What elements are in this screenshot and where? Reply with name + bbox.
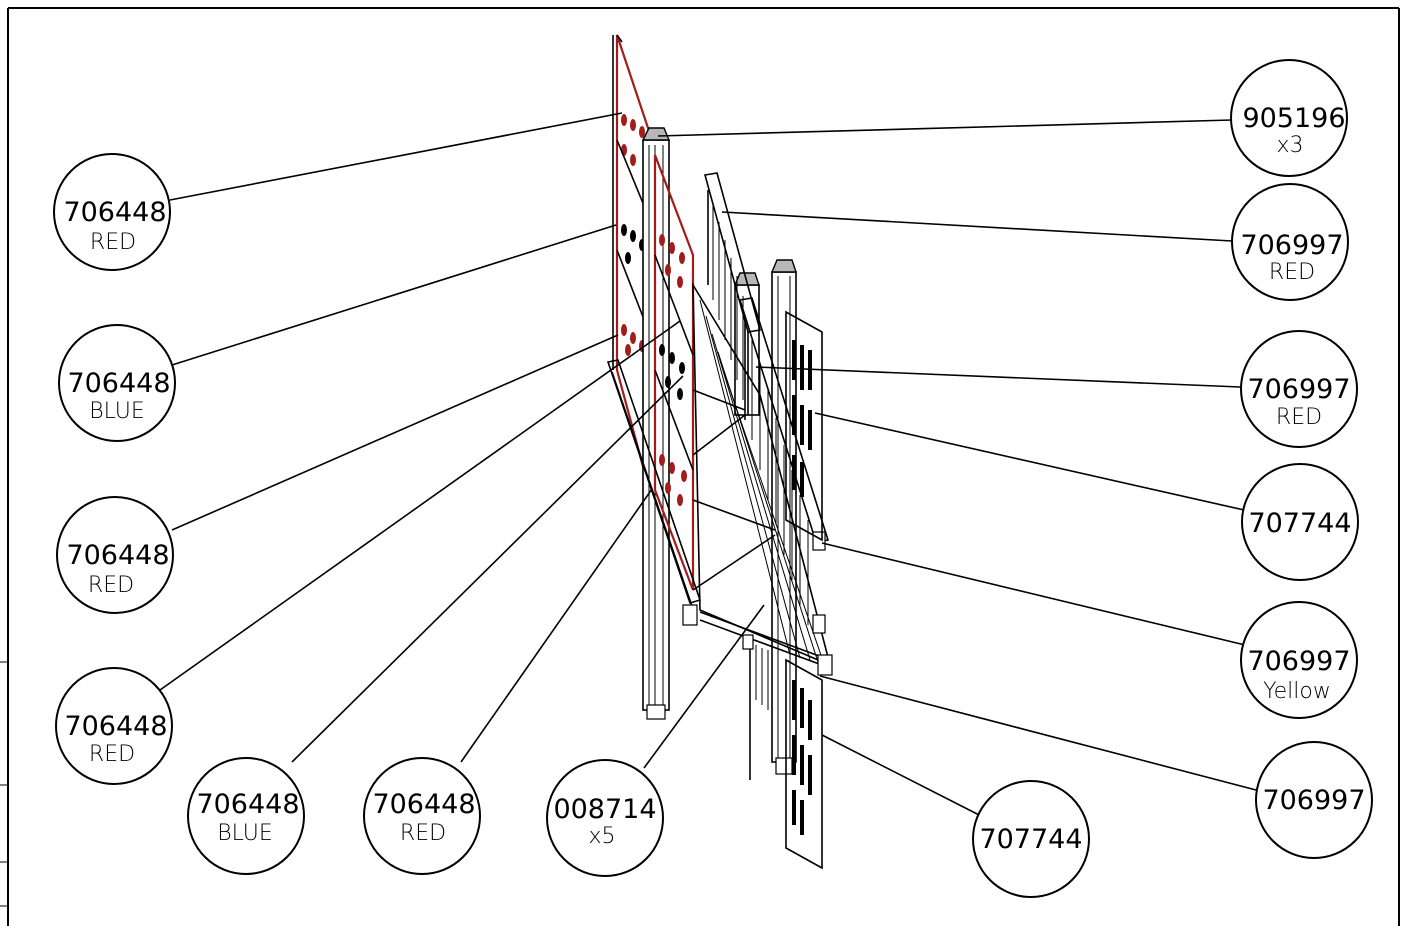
callout-706448-red-1: 706448 RED <box>53 153 171 271</box>
leader-706997-d <box>819 675 1257 791</box>
svg-text:706448: 706448 <box>196 789 299 820</box>
svg-text:706448: 706448 <box>372 789 475 820</box>
leader-706997-a <box>721 211 1233 242</box>
leader-706997-c <box>821 542 1246 646</box>
leader-706448-d <box>159 320 681 691</box>
callout-905196: 905196 x3 <box>1230 59 1348 177</box>
leader-706448-e <box>291 375 684 763</box>
svg-text:706448: 706448 <box>64 711 167 742</box>
svg-text:x3: x3 <box>1276 133 1303 158</box>
callout-706997-red-upper: 706997 RED <box>1231 183 1349 301</box>
leader-905196 <box>657 119 1233 137</box>
svg-text:RED: RED <box>1276 405 1322 430</box>
svg-text:RED: RED <box>1269 260 1315 285</box>
callout-707744-bottom: 707744 <box>972 780 1090 898</box>
callout-706448-blue-1: 706448 BLUE <box>58 324 176 442</box>
drawing-frame <box>0 7 1400 926</box>
leader-706448-c <box>171 334 619 531</box>
svg-text:707744: 707744 <box>979 824 1082 855</box>
bridge-deck <box>682 282 833 676</box>
svg-text:706997: 706997 <box>1247 374 1350 405</box>
lower-back-railing <box>742 634 769 780</box>
callout-706448-blue-2: 706448 BLUE <box>187 757 305 875</box>
callout-706448-red-3: 706448 RED <box>55 667 173 785</box>
svg-text:BLUE: BLUE <box>89 399 145 424</box>
leader-lines <box>159 112 1257 819</box>
leader-706997-b <box>755 366 1241 388</box>
svg-text:706448: 706448 <box>66 540 169 571</box>
svg-text:RED: RED <box>90 230 136 255</box>
leader-707744-a <box>814 412 1245 511</box>
svg-text:706448: 706448 <box>67 368 170 399</box>
callout-706997-yellow: 706997 Yellow <box>1240 601 1358 719</box>
svg-text:706448: 706448 <box>63 197 166 228</box>
svg-text:905196: 905196 <box>1242 103 1345 134</box>
leader-707744-b <box>821 734 986 819</box>
leader-706448-b <box>171 224 617 366</box>
svg-text:RED: RED <box>88 573 134 598</box>
assembly-illustration <box>606 34 833 870</box>
callout-706997-red-lower: 706997 RED <box>1240 330 1358 448</box>
svg-text:x5: x5 <box>588 824 615 849</box>
svg-text:706997: 706997 <box>1247 646 1350 677</box>
callout-008714: 008714 x5 <box>546 759 664 877</box>
callout-707744-right: 707744 <box>1241 463 1359 581</box>
climbing-panel-707744-lower <box>785 658 823 870</box>
callout-706448-red-2: 706448 RED <box>56 496 174 614</box>
svg-text:707744: 707744 <box>1248 508 1351 539</box>
svg-text:RED: RED <box>89 742 135 767</box>
callout-706997-plain: 706997 <box>1255 741 1373 859</box>
leader-008714 <box>643 604 765 769</box>
svg-text:706997: 706997 <box>1262 785 1365 816</box>
leader-706448-f <box>460 488 653 763</box>
post-mid <box>733 272 760 416</box>
upper-railing-706997 <box>703 172 762 415</box>
svg-text:Yellow: Yellow <box>1263 679 1331 704</box>
svg-text:BLUE: BLUE <box>217 821 273 846</box>
leader-706448-a <box>169 112 623 201</box>
svg-text:008714: 008714 <box>553 794 656 825</box>
svg-text:RED: RED <box>400 821 446 846</box>
lower-railing-706997 <box>738 297 830 634</box>
svg-text:706997: 706997 <box>1240 230 1343 261</box>
callout-706448-red-4: 706448 RED <box>363 757 481 875</box>
